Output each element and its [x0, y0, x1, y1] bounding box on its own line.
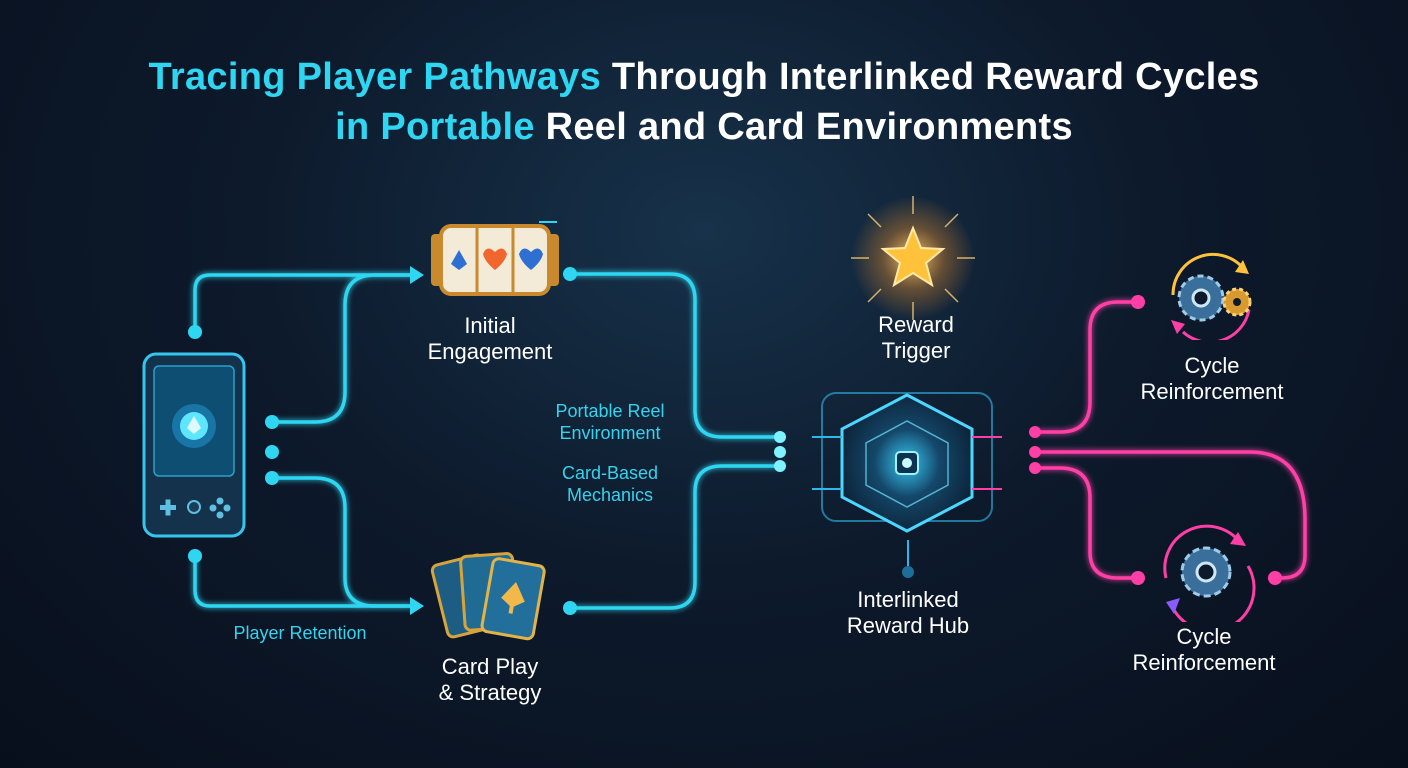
label-line: Card-Based: [561, 463, 659, 483]
slot-reel-icon: [431, 221, 559, 296]
label-line: Environment: [559, 423, 661, 443]
hexagon-chip-icon: [812, 392, 1002, 533]
dot: [1029, 462, 1041, 474]
title-line-2: in Portable Reel and Card Environments: [0, 102, 1408, 152]
label-line: & Strategy: [438, 680, 542, 705]
label-line: Cycle: [1184, 353, 1240, 378]
dot: [563, 267, 577, 281]
burst-star-icon: [851, 196, 975, 320]
dot: [774, 460, 786, 472]
edge-to-initial: [272, 273, 412, 424]
label-line: Portable Reel: [555, 401, 665, 421]
title-highlight: in Portable: [335, 106, 535, 148]
edge-to-card: [272, 476, 412, 608]
label-line: Cycle: [1176, 624, 1232, 649]
edge-hub-mid: [1035, 450, 1307, 580]
dot: [265, 445, 279, 459]
dot: [188, 325, 202, 339]
label-line: Player Retention: [233, 623, 367, 643]
label-initial-engagement: Initial Engagement: [400, 313, 580, 365]
edge-label-player-retention: Player Retention: [210, 622, 390, 644]
arrow-head: [410, 266, 424, 284]
title-text: Through Interlinked Reward Cycles: [611, 56, 1260, 98]
edge-device-top: [193, 273, 410, 332]
title-highlight: Tracing Player Pathways: [148, 56, 602, 98]
dot: [1029, 446, 1041, 458]
label-line: Trigger: [881, 338, 951, 363]
dot: [774, 446, 786, 458]
playing-cards-icon: [430, 552, 546, 641]
page-title: Tracing Player Pathways Through Interlin…: [0, 52, 1408, 152]
dot: [563, 601, 577, 615]
arrow-head: [410, 597, 424, 615]
dot: [774, 431, 786, 443]
title-line-1: Tracing Player Pathways Through Interlin…: [0, 52, 1408, 102]
gear-cycle-icon: [1163, 524, 1256, 622]
label-line: Reward: [878, 312, 954, 337]
dot: [1029, 426, 1041, 438]
dot: [265, 471, 279, 485]
label-card-play: Card Play & Strategy: [400, 654, 580, 706]
edge-label-portable-reel: Portable Reel Environment: [530, 400, 690, 444]
label-line: Card Play: [441, 654, 539, 679]
edge-card-out: [570, 464, 780, 610]
edge-initial-out: [570, 272, 780, 439]
label-line: Reward Hub: [846, 613, 970, 638]
label-reward-trigger: Reward Trigger: [826, 312, 1006, 364]
title-text: Reel and Card Environments: [545, 106, 1073, 148]
dot: [188, 549, 202, 563]
label-line: Reinforcement: [1132, 650, 1276, 675]
label-line: Engagement: [427, 339, 553, 364]
label-line: Mechanics: [566, 485, 654, 505]
gear-cycle-icon: [1171, 252, 1252, 340]
label-line: Reinforcement: [1140, 379, 1284, 404]
label-line: Initial: [464, 313, 516, 338]
label-line: Interlinked: [857, 587, 959, 612]
dot: [1131, 295, 1145, 309]
label-cycle-top: Cycle Reinforcement: [1112, 353, 1312, 405]
label-cycle-bottom: Cycle Reinforcement: [1104, 624, 1304, 676]
dot: [1131, 571, 1145, 585]
edge-hub-bottom: [1035, 466, 1138, 580]
label-reward-hub: Interlinked Reward Hub: [818, 587, 998, 639]
handheld-console-icon: [142, 352, 246, 538]
edge-hub-top: [1035, 300, 1138, 434]
dot: [1268, 571, 1282, 585]
dot: [265, 415, 279, 429]
edge-device-bottom: [193, 556, 412, 608]
edge-label-card-based: Card-Based Mechanics: [530, 462, 690, 506]
